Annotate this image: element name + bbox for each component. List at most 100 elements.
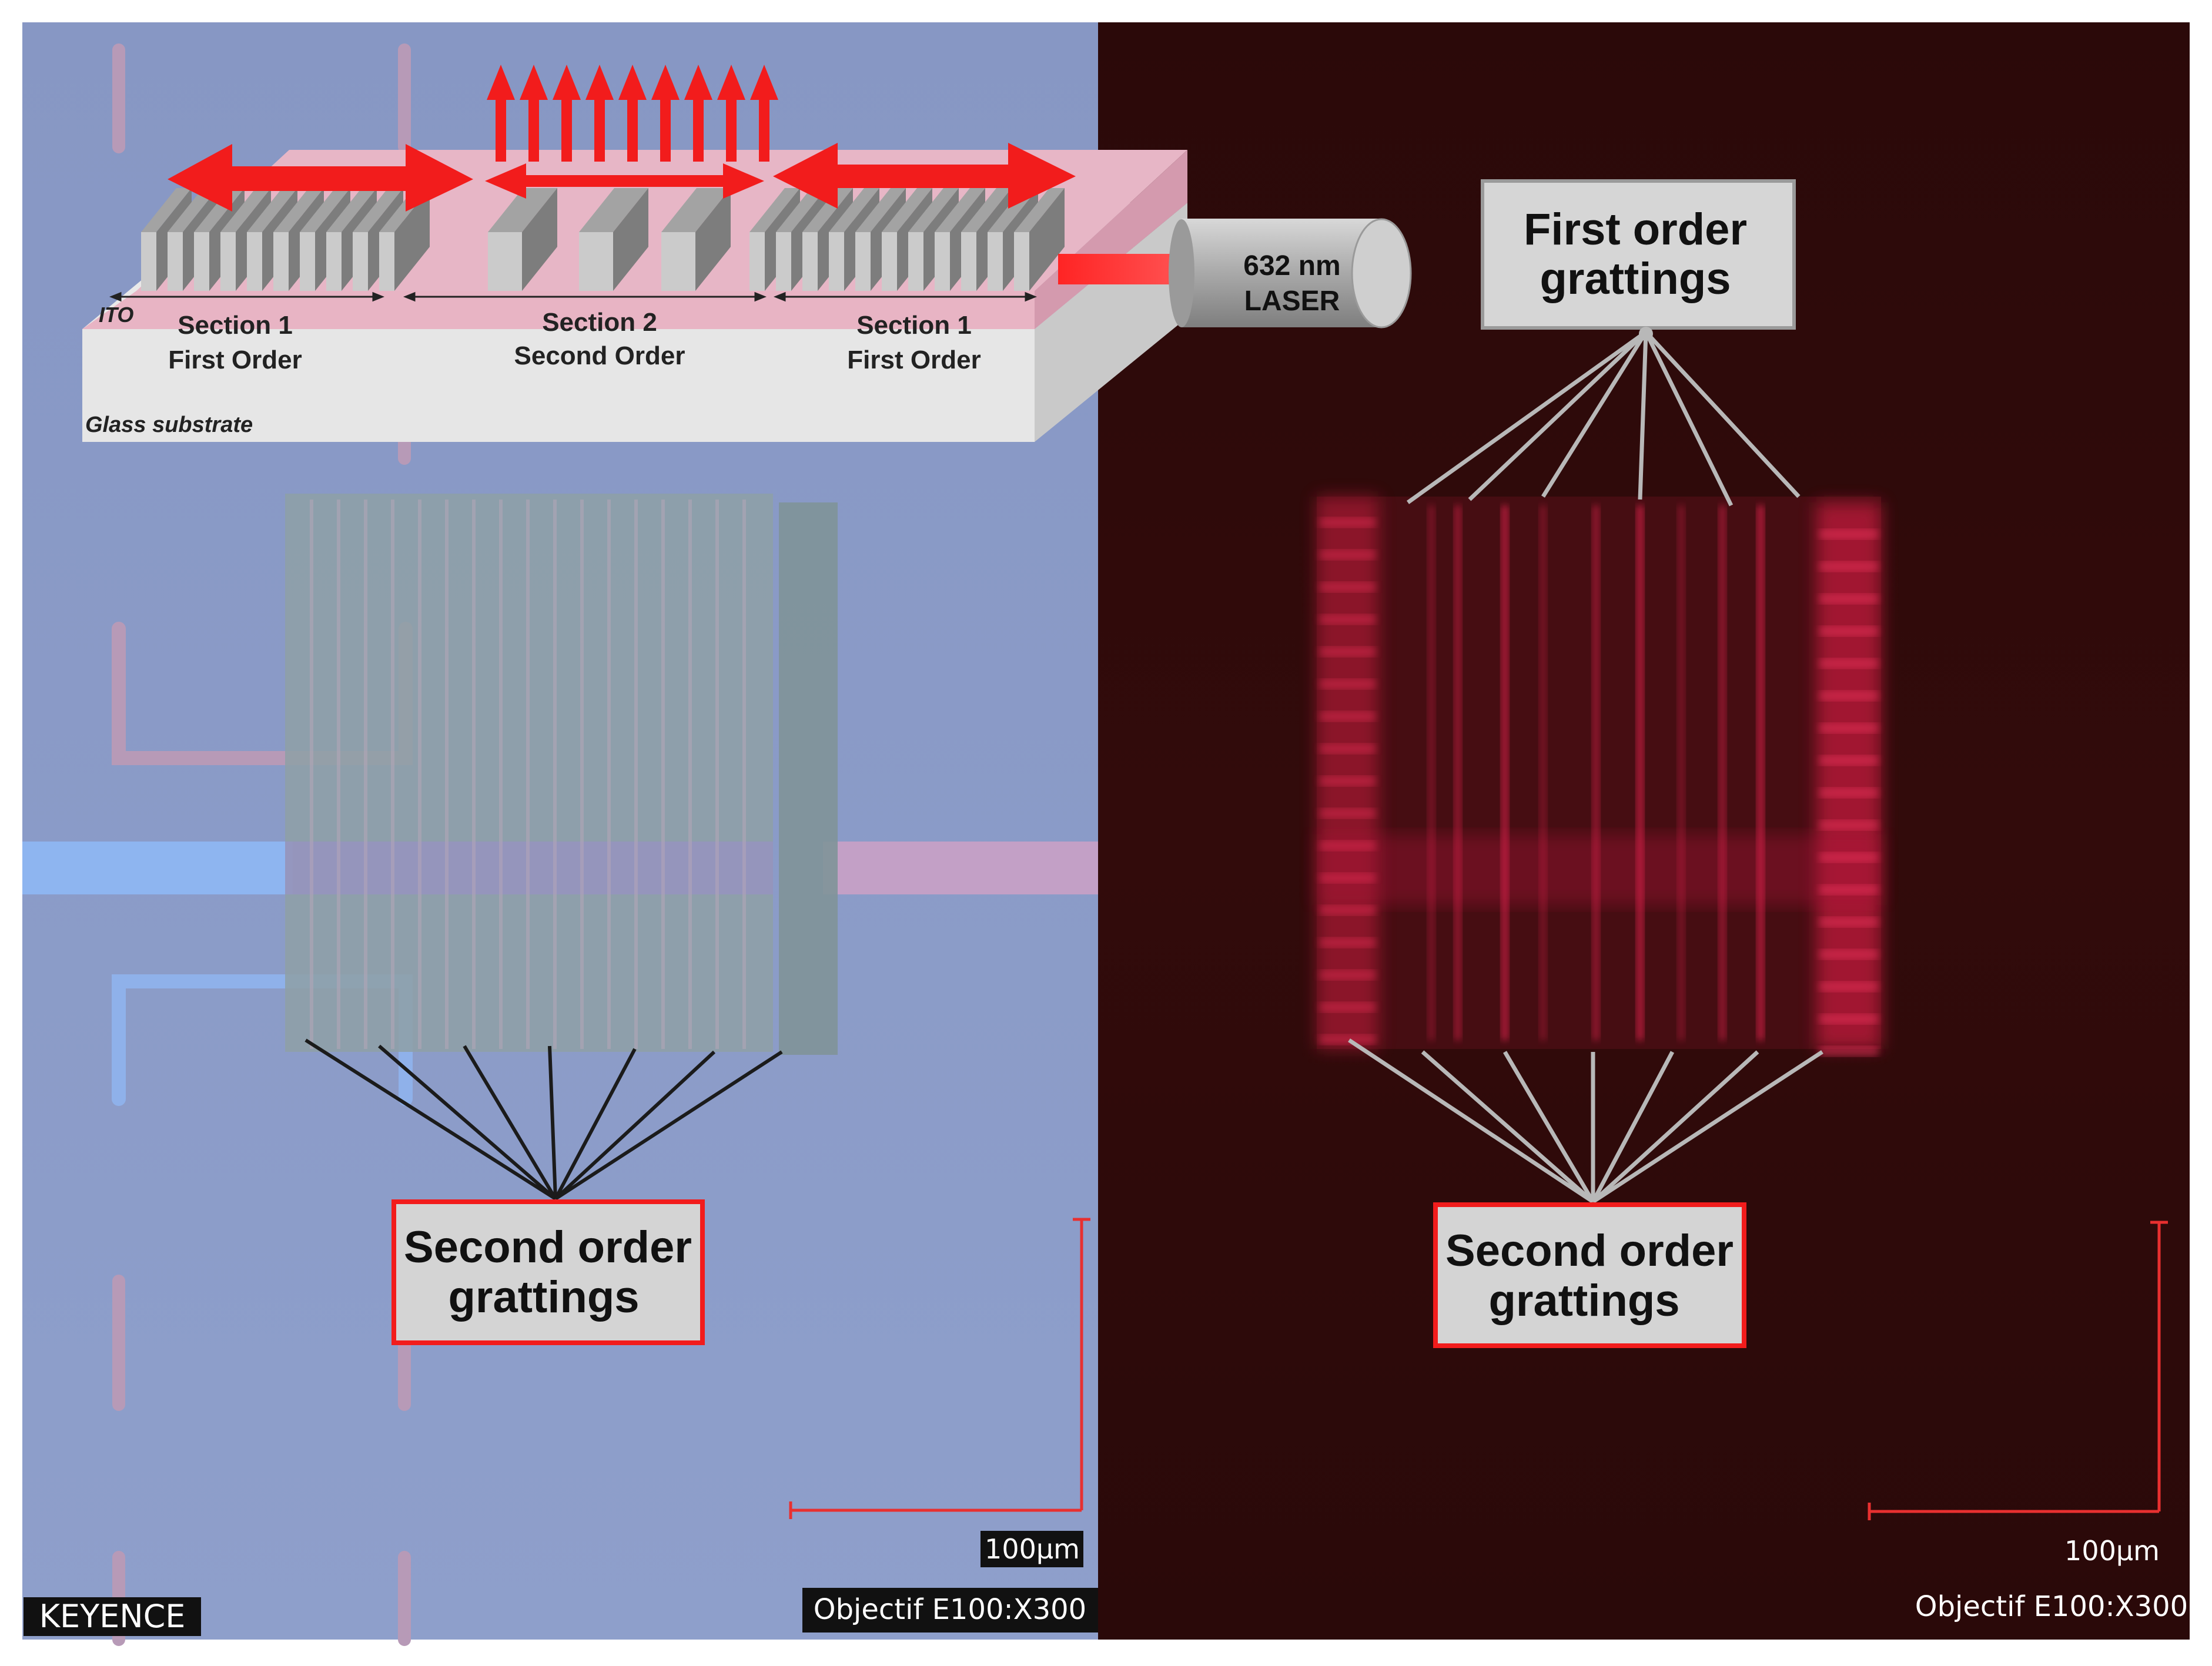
ridge-top xyxy=(908,188,959,232)
section1-left-title: Section 1 xyxy=(178,311,293,340)
right-objective-label: Objectif E100:X300 xyxy=(1915,1590,2188,1623)
left-scale-bar xyxy=(789,1218,1090,1519)
ridge-top xyxy=(802,188,853,232)
ridge-top xyxy=(273,188,324,232)
ridge-front xyxy=(829,232,844,291)
pump-laser: 632 nm LASER xyxy=(1058,218,1412,328)
ridge-front xyxy=(194,232,209,291)
section2-title: Section 2 xyxy=(542,308,657,337)
emission-stripe xyxy=(1454,505,1461,1040)
ridge-side xyxy=(1029,188,1065,291)
ridge-front xyxy=(961,232,976,291)
emission-spot xyxy=(1320,873,1376,883)
waveguide-band-blue xyxy=(22,842,293,894)
right-double-arrow xyxy=(773,143,1076,209)
feedback-arrows xyxy=(168,143,1076,212)
left-callout-lines xyxy=(304,1038,783,1201)
emission-spot xyxy=(1320,937,1376,948)
section-dividers xyxy=(109,291,1038,302)
emission-spot xyxy=(1320,840,1376,851)
ridge-top xyxy=(961,188,1012,232)
ridge-top xyxy=(353,188,403,232)
emission-arrow-shaft xyxy=(561,97,572,162)
emission-spot xyxy=(1819,690,1878,701)
emission-spot xyxy=(1320,1034,1376,1045)
ridge-top xyxy=(579,188,648,232)
ridge-front xyxy=(353,232,368,291)
emission-arrow-head xyxy=(553,65,581,100)
emission-spot xyxy=(1819,1046,1878,1057)
right-bottom-callout-lines xyxy=(1348,1038,1823,1204)
ridge-front xyxy=(661,232,695,291)
section2-sub: Second Order xyxy=(514,341,685,370)
ridge-front xyxy=(168,232,183,291)
emission-stripe xyxy=(1757,505,1764,1040)
ito-layer-front xyxy=(82,291,1035,329)
ridge-front xyxy=(802,232,818,291)
emission-spot xyxy=(1320,711,1376,722)
emission-spot xyxy=(1819,626,1878,636)
emission-spot xyxy=(1320,970,1376,980)
grating-block-microscope xyxy=(285,494,838,1055)
right-top-callout-line2: grattings xyxy=(1540,254,1731,304)
ridge-front xyxy=(579,232,613,291)
center-double-arrow xyxy=(485,163,764,199)
ridge-top xyxy=(488,188,557,232)
emission-spot xyxy=(1819,723,1878,733)
ridge-front xyxy=(749,232,765,291)
ridge-side xyxy=(522,188,557,291)
laser-label-line2: LASER xyxy=(1244,286,1340,317)
emission-spot xyxy=(1819,755,1878,766)
left-callout-box: Second order grattings xyxy=(391,1199,705,1345)
ridge-front xyxy=(882,232,897,291)
ridge-front xyxy=(247,232,262,291)
emission-spot xyxy=(1819,594,1878,604)
emission-spot xyxy=(1819,917,1878,927)
ito-label: ITO xyxy=(99,303,133,327)
right-top-callout-box: First order grattings xyxy=(1481,179,1796,330)
ridge-top xyxy=(300,188,350,232)
left-scale-label: 100µm xyxy=(985,1533,1080,1565)
emission-spot xyxy=(1819,884,1878,895)
emission-spot xyxy=(1320,549,1376,560)
ridge-front xyxy=(1014,232,1029,291)
right-bottom-callout-line2: grattings xyxy=(1488,1276,1679,1326)
emission-arrow-shaft xyxy=(528,97,539,162)
emission-spot xyxy=(1320,614,1376,625)
ridge-front xyxy=(141,232,156,291)
glass-substrate-front xyxy=(82,329,1035,442)
emission-spot xyxy=(1320,776,1376,786)
right-scale-bar xyxy=(1868,1221,2168,1520)
emission-arrow-head xyxy=(717,65,745,100)
emission-spot xyxy=(1819,820,1878,830)
ridge-top xyxy=(1014,188,1065,232)
emission-arrow-shaft xyxy=(496,97,506,162)
ridge-front xyxy=(379,232,394,291)
ridge-top xyxy=(776,188,826,232)
laser-body xyxy=(1182,219,1381,327)
emission-arrow-shaft xyxy=(627,97,638,162)
emission-arrow-head xyxy=(651,65,680,100)
emission-arrow-shaft xyxy=(759,97,769,162)
left-callout-line2: grattings xyxy=(448,1272,639,1322)
laser-front-cap xyxy=(1351,218,1412,328)
emission-arrow-shaft xyxy=(726,97,737,162)
ridge-top xyxy=(141,188,192,232)
keyence-brand-label: KEYENCE xyxy=(39,1598,186,1635)
ridge-side xyxy=(394,188,430,291)
ridge-front xyxy=(908,232,923,291)
device-schematic: ITO Section 1 First Order Section 2 Seco… xyxy=(82,65,1412,442)
emission-stripe xyxy=(1501,505,1508,1040)
emission-stripe xyxy=(1592,505,1599,1040)
ridge-side xyxy=(613,188,648,291)
emission-stripe xyxy=(1719,505,1726,1040)
emission-stripe xyxy=(1540,505,1547,1040)
emission-spot xyxy=(1819,1014,1878,1024)
emission-spot xyxy=(1819,787,1878,798)
emission-spot xyxy=(1320,517,1376,528)
emission-spot xyxy=(1819,981,1878,992)
right-bottom-callout-box: Second order grattings xyxy=(1433,1202,1746,1348)
ridge-side xyxy=(695,188,731,291)
emission-arrow-head xyxy=(684,65,712,100)
left-callout-line1: Second order xyxy=(404,1222,692,1272)
